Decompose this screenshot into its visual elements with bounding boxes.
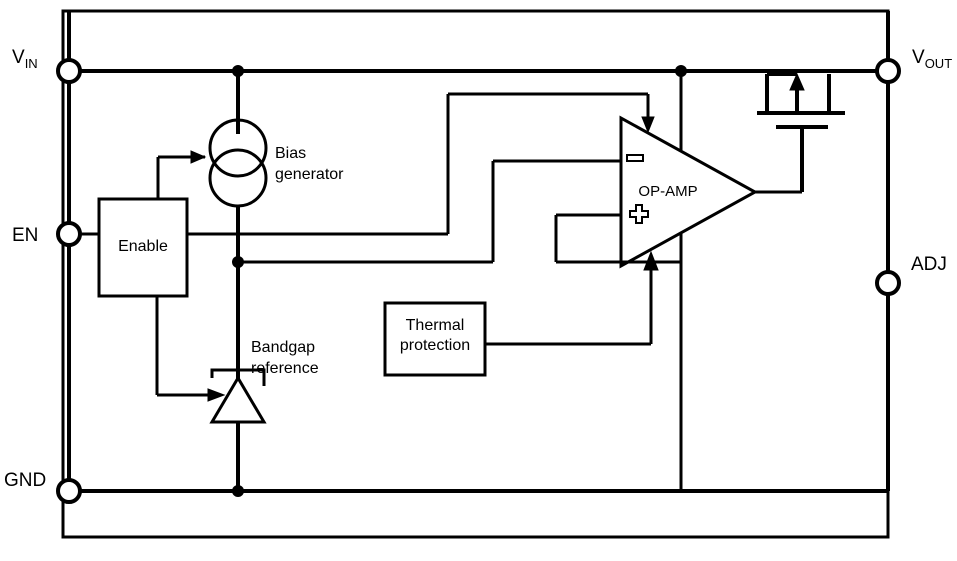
junction-dot-vin-bias [232,65,244,77]
pin-label-gnd: GND [4,470,46,491]
pin-label-vin: VIN [12,47,38,71]
enable-block-label: Enable [118,238,168,255]
bias-generator-label-line2: generator [275,166,344,183]
junction-dot-gnd-bandgap [232,485,244,497]
bandgap-reference-label-line2: reference [251,360,319,377]
pin-label-vout-text: V [912,47,925,68]
bias-generator-circle-top [208,118,268,178]
enable-to-bandgap-arrowhead [207,388,226,402]
bandgap-reference-label-line1: Bandgap [251,339,315,356]
bias-generator-circle-bottom [208,148,268,208]
pin-adj[interactable] [875,270,901,296]
pin-vout[interactable] [875,58,901,84]
pin-en[interactable] [56,221,82,247]
op-amp-minus-icon [626,154,644,162]
pin-label-vin-sub: IN [25,56,38,71]
thermal-protection-block[interactable] [383,301,487,377]
bias-generator-label-line1: Bias [275,145,306,162]
bandgap-zener-cathode-bar [210,368,266,386]
junction-dot-vin-opamp [675,65,687,77]
thermal-protection-label-line1: Thermal [406,317,465,334]
op-amp-label: OP-AMP [638,183,697,200]
pin-label-en: EN [12,225,38,246]
enable-to-bias-arrowhead [190,150,207,164]
pin-label-vout: VOUT [912,47,952,71]
pin-gnd[interactable] [56,478,82,504]
pin-label-adj: ADJ [911,254,947,275]
pin-label-vin-text: V [12,47,25,68]
bandgap-zener-triangle [209,375,267,424]
thermal-to-opamp-arrowhead [643,250,659,271]
op-amp-body[interactable] [619,115,759,269]
pin-label-vout-sub: OUT [925,56,953,71]
pin-vin[interactable] [56,58,82,84]
mosfet-bulk-arrowhead [789,72,805,91]
enable-block[interactable] [97,197,189,298]
op-amp-plus-icon [629,204,649,224]
thermal-protection-label-line2: protection [400,337,470,354]
opamp-enable-arrowhead [641,116,655,134]
